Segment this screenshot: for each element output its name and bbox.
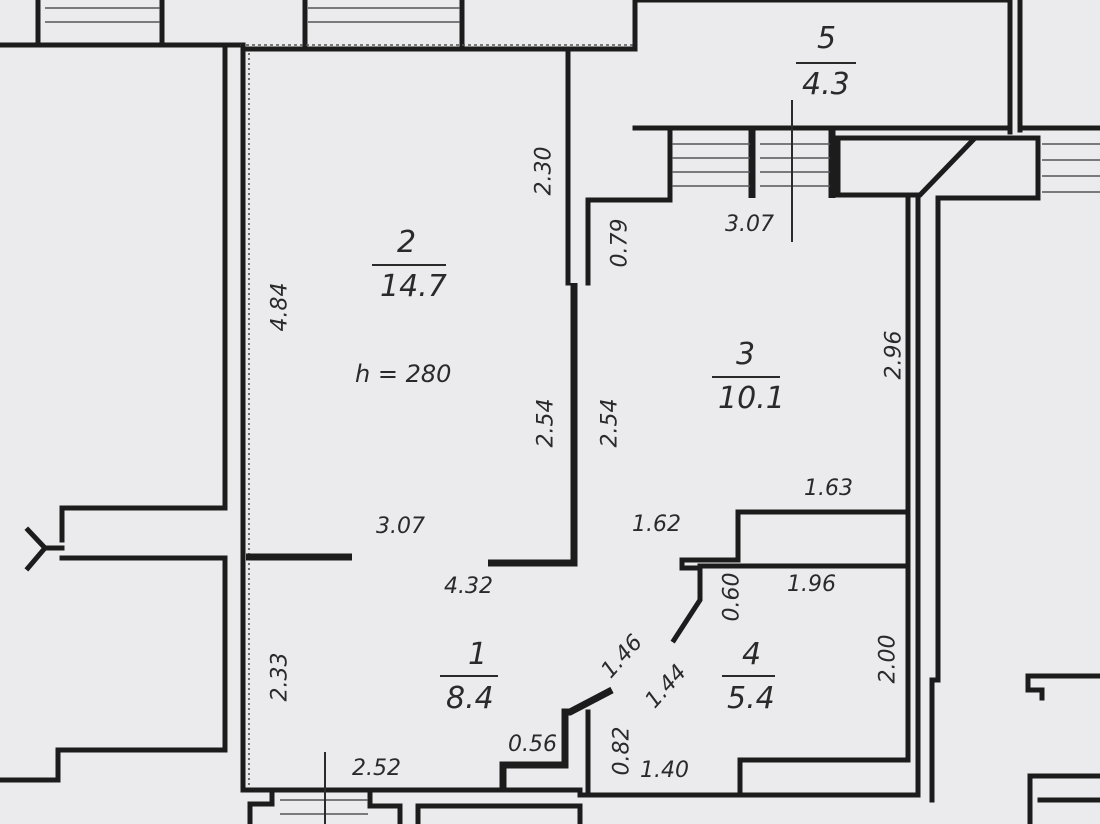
dim-0-56: 0.56 xyxy=(508,732,557,757)
dim-1-96: 1.96 xyxy=(787,572,836,597)
room-2-walls xyxy=(240,42,578,793)
room-4-number: 4 xyxy=(742,637,762,672)
dim-2-00: 2.00 xyxy=(875,634,901,684)
dim-3-07-mid: 3.07 xyxy=(376,514,425,539)
room-1-number: 1 xyxy=(468,637,488,672)
room-3-number: 3 xyxy=(736,337,756,372)
outer-walls xyxy=(240,673,1100,824)
dim-3-07-top: 3.07 xyxy=(725,212,774,237)
room-5-number: 5 xyxy=(817,21,837,56)
dim-2-33: 2.33 xyxy=(267,652,293,702)
dim-0-82: 0.82 xyxy=(609,726,635,776)
neighbor-left-walls xyxy=(0,0,228,783)
dim-2-96: 2.96 xyxy=(881,330,907,380)
room-1-area: 8.4 xyxy=(446,681,494,716)
dim-2-54-right: 2.54 xyxy=(597,398,623,448)
room-3-area: 10.1 xyxy=(718,381,785,416)
dim-1-40: 1.40 xyxy=(640,758,689,783)
ceiling-height-label: h = 280 xyxy=(355,360,452,388)
balcony-walls xyxy=(565,0,1100,286)
room-3-4-walls xyxy=(499,195,941,803)
dim-2-52: 2.52 xyxy=(352,756,401,781)
fraction-bars xyxy=(372,62,856,677)
dim-1-63: 1.63 xyxy=(804,476,853,501)
room-5-area: 4.3 xyxy=(802,67,850,102)
dim-2-54-left: 2.54 xyxy=(533,398,559,448)
dim-4-84: 4.84 xyxy=(267,282,293,332)
dim-1-62: 1.62 xyxy=(632,512,681,537)
room-4-area: 5.4 xyxy=(727,681,775,716)
room-2-area: 14.7 xyxy=(380,269,447,304)
dim-0-79: 0.79 xyxy=(607,218,633,268)
dim-0-60: 0.60 xyxy=(719,572,745,622)
dim-2-30: 2.30 xyxy=(531,146,557,196)
top-windows xyxy=(45,0,635,48)
dim-4-32: 4.32 xyxy=(444,574,493,599)
room-2-number: 2 xyxy=(397,225,417,260)
